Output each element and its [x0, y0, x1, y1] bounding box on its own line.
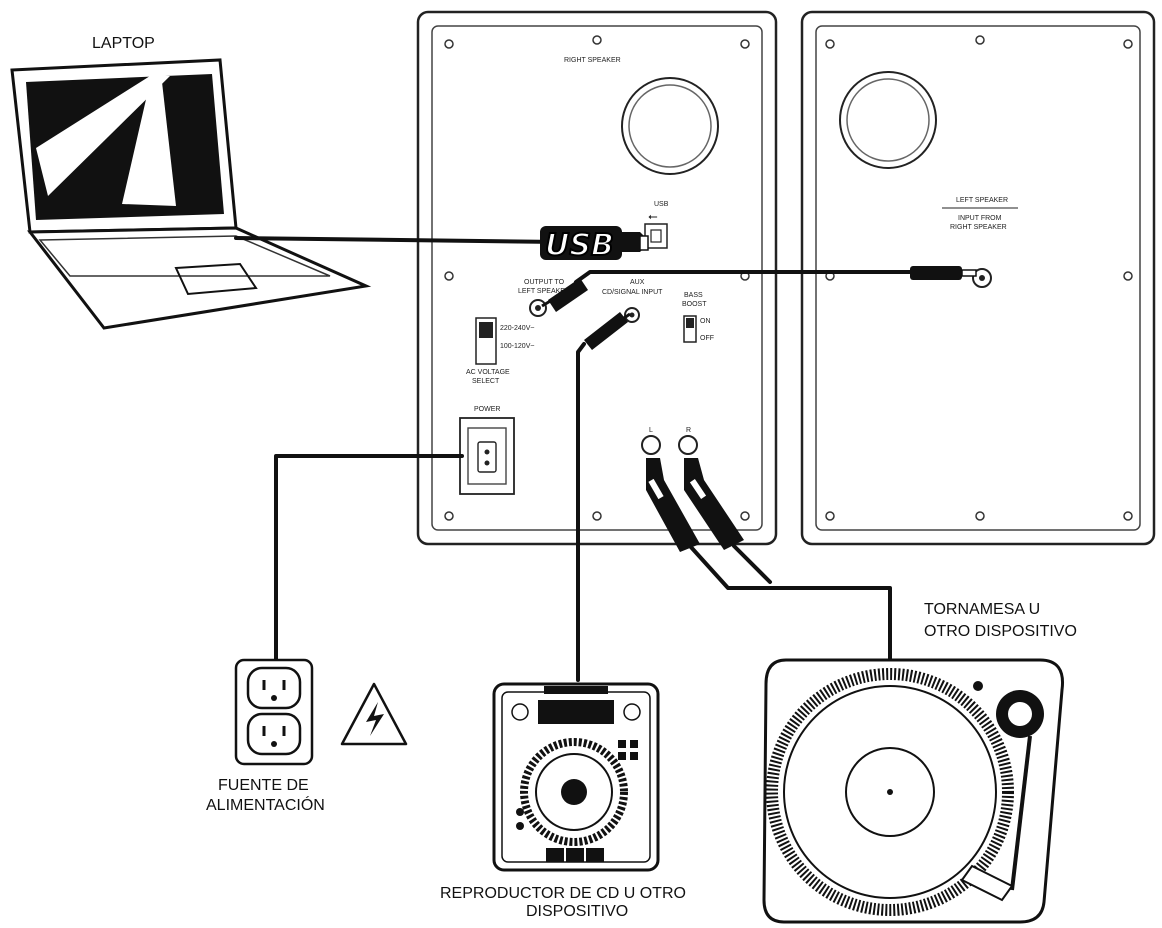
- aux-label-line1: AUX: [630, 279, 645, 286]
- right-speaker-panel: RIGHT SPEAKER USB ⭠ OUTPUT TO LEFT SPEAK…: [416, 10, 778, 546]
- turntable-label-line1: TORNAMESA U: [924, 601, 1041, 618]
- turntable-illustration: [762, 658, 1065, 924]
- rca-right-label: R: [686, 427, 691, 434]
- bass-label-line2: BOOST: [682, 301, 707, 308]
- usb-cable: [234, 236, 562, 244]
- voltage-option-1: 220-240V~: [500, 325, 534, 332]
- rca-right-jack: [678, 435, 698, 455]
- rca-left-jack: [641, 435, 661, 455]
- laptop-illustration: [10, 58, 372, 330]
- cd-player-illustration: [492, 682, 660, 872]
- output-label-line1: OUTPUT TO: [524, 279, 565, 286]
- power-cord: [274, 454, 464, 662]
- aux-cable: [576, 342, 586, 682]
- aux-plug: [584, 312, 631, 350]
- cd-player-label-line2: DISPOSITIVO: [526, 903, 629, 920]
- voltage-label-line2: SELECT: [472, 378, 500, 385]
- laptop-label: LAPTOP: [92, 35, 155, 52]
- rca-right-cable: [732, 544, 772, 584]
- usb-badge-text: USB: [545, 228, 614, 263]
- usb-icon: ⭠: [648, 209, 658, 223]
- left-input-plug: [910, 266, 977, 280]
- cd-player-label-line1: REPRODUCTOR DE CD U OTRO: [440, 885, 686, 902]
- usb-connector: USB: [540, 226, 649, 264]
- rca-left-cable: [688, 544, 892, 662]
- power-source-label-line1: FUENTE DE: [218, 777, 309, 794]
- left-input-line2: RIGHT SPEAKER: [950, 224, 1007, 231]
- usb-badge: [540, 226, 622, 260]
- right-speaker-title: RIGHT SPEAKER: [564, 57, 621, 64]
- output-plug: [541, 278, 588, 312]
- power-inlet-label: POWER: [474, 406, 500, 413]
- power-source-label-line2: ALIMENTACIÓN: [206, 797, 325, 814]
- bass-label-line1: BASS: [684, 292, 703, 299]
- left-input-line1: INPUT FROM: [958, 215, 1002, 222]
- aux-label-line2: CD/SIGNAL INPUT: [602, 289, 663, 296]
- turntable-label-line2: OTRO DISPOSITIVO: [924, 623, 1077, 640]
- bass-on-label: ON: [700, 318, 711, 325]
- voltage-option-2: 100-120V~: [500, 343, 534, 350]
- rca-left-label: L: [649, 427, 653, 434]
- output-label-line2: LEFT SPEAKER: [518, 288, 570, 295]
- bass-off-label: OFF: [700, 335, 714, 342]
- rca-plugs: [646, 458, 744, 552]
- usb-port-label: USB: [654, 201, 669, 208]
- left-speaker-title: LEFT SPEAKER: [956, 197, 1008, 204]
- speaker-link-cable: [574, 270, 922, 284]
- high-voltage-warning-icon: [340, 682, 408, 746]
- cables: [234, 236, 922, 682]
- wall-outlet: [234, 658, 314, 766]
- voltage-label-line1: AC VOLTAGE: [466, 369, 510, 376]
- left-speaker-panel: LEFT SPEAKER INPUT FROM RIGHT SPEAKER: [800, 10, 1156, 546]
